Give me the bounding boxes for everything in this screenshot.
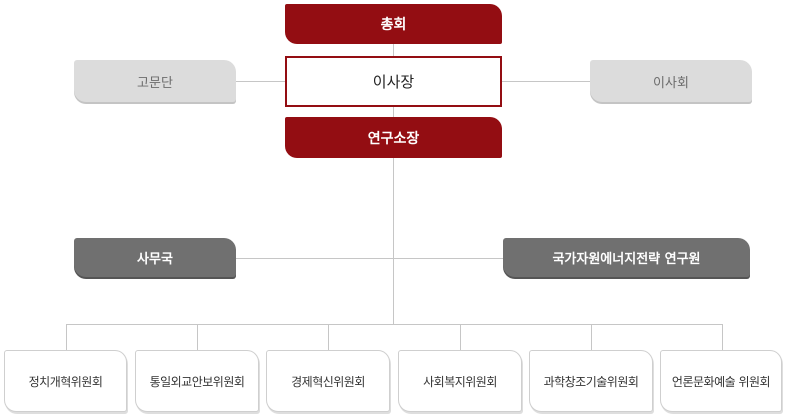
connector-chair-to-director [393, 107, 394, 117]
connector-trunk-top [393, 44, 394, 56]
connector-committee-drop [66, 324, 67, 350]
connector-committee-drop [328, 324, 329, 350]
committee-box: 언론문화예술 위원회 [660, 350, 782, 412]
connector-committee-drop [591, 324, 592, 350]
committee-box: 과학창조기술위원회 [529, 350, 653, 412]
connector-committee-drop [197, 324, 198, 350]
secretariat-box: 사무국 [74, 238, 236, 277]
connector-middle-horizontal [236, 258, 503, 259]
committee-box: 사회복지위원회 [398, 350, 522, 412]
connector-advisory [236, 81, 286, 82]
director-box: 연구소장 [285, 117, 502, 158]
committee-box: 경제혁신위원회 [266, 350, 390, 412]
connector-committee-drop [722, 324, 723, 350]
general-assembly-box: 총회 [285, 4, 502, 44]
connector-board [502, 81, 590, 82]
board-of-directors-box: 이사회 [590, 60, 752, 102]
chairman-box: 이사장 [285, 56, 502, 107]
committee-box: 정치개혁위원회 [4, 350, 127, 412]
advisory-group-box: 고문단 [74, 60, 236, 102]
connector-committee-drop [460, 324, 461, 350]
committee-box: 통일외교안보위원회 [135, 350, 259, 412]
energy-institute-box: 국가자원에너지전략 연구원 [503, 238, 750, 277]
connector-trunk-main [393, 158, 394, 325]
connector-committee-bus [66, 324, 723, 325]
